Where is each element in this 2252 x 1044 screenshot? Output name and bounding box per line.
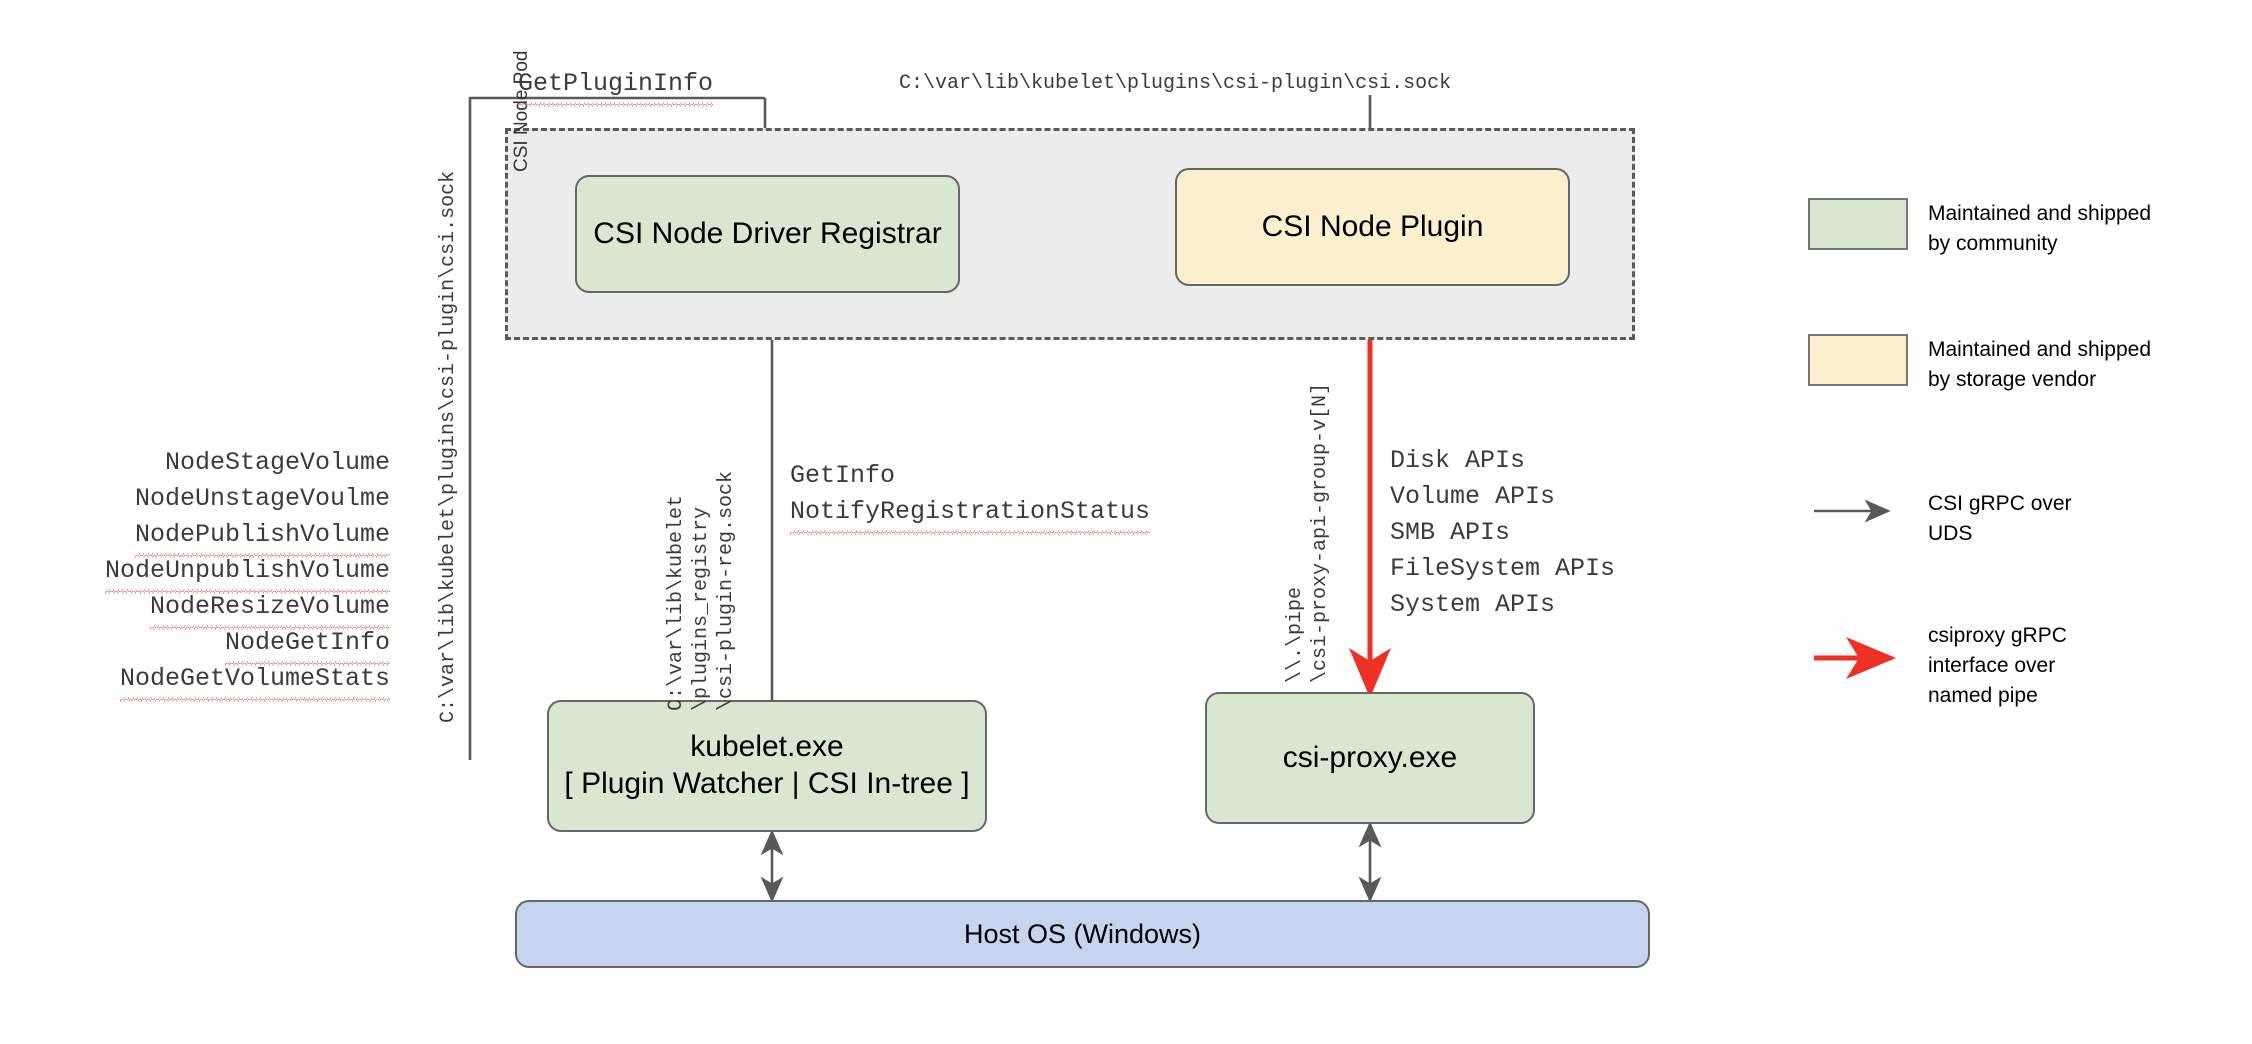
legend-label-csiproxy-line2: interface over xyxy=(1928,653,2056,677)
rpc-label-5: NodeGetInfo xyxy=(224,625,391,666)
rpc-item: NodeUnstageVoulme xyxy=(100,481,390,517)
api-item: FileSystem APIs xyxy=(1390,554,1616,583)
legend-label-storage-vendor: Maintained and shipped by storage vendor xyxy=(1928,335,2151,395)
legend-swatch-storage-vendor xyxy=(1808,334,1908,386)
label-named-pipe-line1: \\.\pipe xyxy=(1284,586,1307,683)
rpc-label-1: NodeUnstageVoulme xyxy=(134,484,390,513)
label-registry-sock-line1: C:\var\lib\kubelet xyxy=(665,494,688,711)
csi-proxy-api-list: Disk APIs Volume APIs SMB APIs FileSyste… xyxy=(1390,443,1615,623)
label-notify-registration-status: NotifyRegistrationStatus xyxy=(790,494,1151,535)
rpc-label-6: NodeGetVolumeStats xyxy=(119,661,391,702)
rpc-item: NodePublishVolume xyxy=(100,517,391,558)
legend-label-csiproxy-line1: csiproxy gRPC xyxy=(1928,624,2067,647)
rpc-label-2: NodePublishVolume xyxy=(134,517,391,558)
api-item: System APIs xyxy=(1390,590,1556,619)
node-kubelet-label-line2: [ Plugin Watcher | CSI In-tree ] xyxy=(564,767,970,800)
label-named-pipe-line2: \csi-proxy-api-group-v[N] xyxy=(1309,382,1332,683)
legend-swatch-community xyxy=(1808,198,1908,250)
legend-label-uds-line1: CSI gRPC over xyxy=(1928,492,2072,515)
legend-label-csiproxy-line3: named pipe xyxy=(1928,683,2038,707)
node-csi-node-plugin[interactable]: CSI Node Plugin xyxy=(1175,168,1570,286)
label-get-plugin-info-text: GetPluginInfo xyxy=(518,66,714,107)
legend-label-vendor-line1: Maintained and shipped xyxy=(1928,338,2152,361)
legend-label-csi-grpc-uds: CSI gRPC over UDS xyxy=(1928,489,2072,549)
rpc-label-3: NodeUnpublishVolume xyxy=(104,553,391,594)
node-csi-node-plugin-label: CSI Node Plugin xyxy=(1261,209,1484,243)
node-csi-proxy-label: csi-proxy.exe xyxy=(1282,740,1458,774)
label-registry-sock-line3: \csi-plugin-reg.sock xyxy=(715,470,738,711)
csi-node-rpc-list: NodeStageVolume NodeUnstageVoulme NodePu… xyxy=(100,445,391,702)
legend-label-csiproxy-named-pipe: csiproxy gRPC interface over named pipe xyxy=(1928,621,2067,710)
legend-label-uds-line2: UDS xyxy=(1928,521,1973,545)
label-get-info: GetInfo xyxy=(790,461,896,490)
label-csi-sock-path-top: C:\var\lib\kubelet\plugins\csi-plugin\cs… xyxy=(899,72,1452,95)
node-csi-node-driver-registrar[interactable]: CSI Node Driver Registrar xyxy=(575,175,960,293)
node-csi-proxy-exe[interactable]: csi-proxy.exe xyxy=(1205,692,1535,824)
rpc-item: NodeUnpublishVolume xyxy=(100,553,391,594)
rpc-item: NodeStageVolume xyxy=(100,445,390,481)
rpc-label-4: NodeResizeVolume xyxy=(149,589,391,630)
legend-label-community: Maintained and shipped by community xyxy=(1928,199,2151,259)
api-item: Volume APIs xyxy=(1390,482,1556,511)
legend-label-community-line1: Maintained and shipped xyxy=(1928,202,2152,225)
api-item: Disk APIs xyxy=(1390,446,1526,475)
node-host-os[interactable]: Host OS (Windows) xyxy=(515,900,1650,968)
rpc-item: NodeGetInfo xyxy=(100,625,391,666)
rpc-item: NodeResizeVolume xyxy=(100,589,391,630)
rpc-item: NodeGetVolumeStats xyxy=(100,661,391,702)
rpc-label-0: NodeStageVolume xyxy=(164,448,390,477)
node-host-os-label: Host OS (Windows) xyxy=(963,918,1202,949)
label-get-plugin-info: GetPluginInfo xyxy=(518,66,714,107)
label-csi-sock-path-vertical: C:\var\lib\kubelet\plugins\csi-plugin\cs… xyxy=(437,170,460,723)
node-kubelet-label-line1: kubelet.exe xyxy=(690,730,844,764)
node-kubelet-exe[interactable]: kubelet.exe [ Plugin Watcher | CSI In-tr… xyxy=(547,700,987,832)
label-registry-sock-line2: \plugins_registry xyxy=(690,506,713,711)
api-item: SMB APIs xyxy=(1390,518,1511,547)
legend-label-community-line2: by community xyxy=(1928,231,2058,255)
label-notify-registration-status-text: NotifyRegistrationStatus xyxy=(790,494,1151,535)
legend-label-vendor-line2: by storage vendor xyxy=(1928,367,2097,391)
node-registrar-label: CSI Node Driver Registrar xyxy=(593,216,942,250)
